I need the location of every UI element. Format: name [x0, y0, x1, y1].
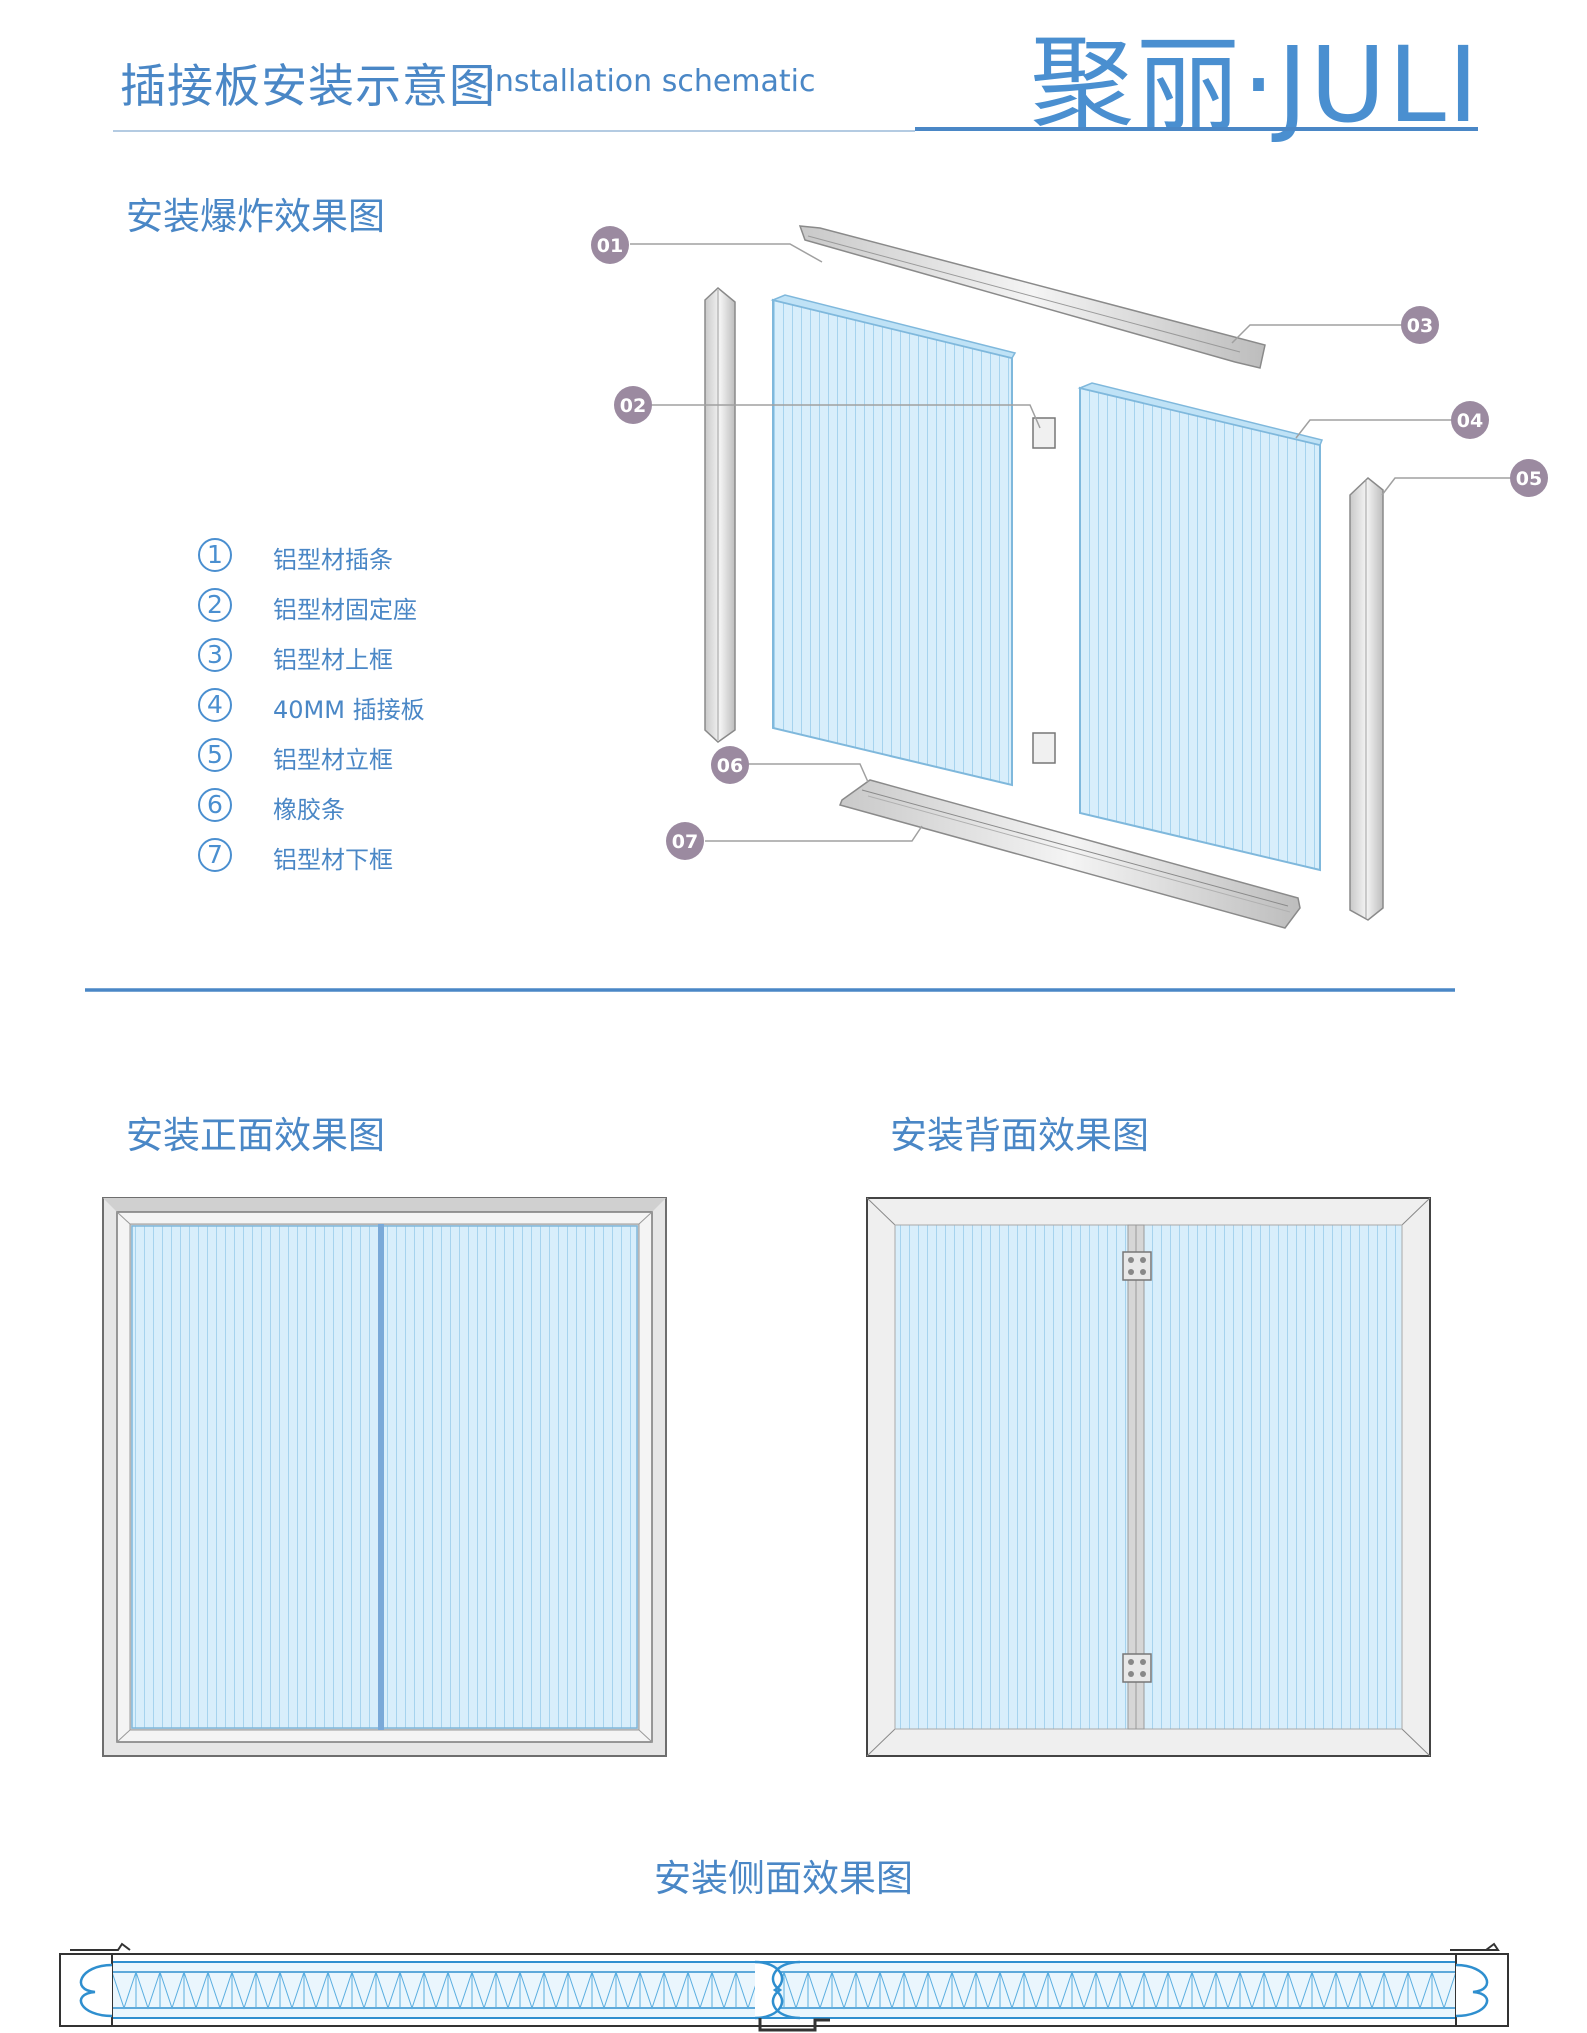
legend-number: 6	[198, 788, 232, 822]
page-subtitle: Installation schematic	[486, 64, 816, 99]
section-title-front: 安装正面效果图	[126, 1114, 385, 1157]
legend-label: 铝型材插条	[273, 546, 393, 574]
section-title-side: 安装侧面效果图	[654, 1857, 913, 1900]
front-center-joint	[378, 1224, 384, 1730]
legend-label: 铝型材上框	[273, 646, 393, 674]
legend-item: 6 橡胶条	[198, 788, 598, 828]
legend-item: 2 铝型材固定座	[198, 588, 598, 628]
callout-04: 04	[1457, 410, 1483, 432]
bottom-frame	[838, 779, 1301, 929]
right-panel	[1079, 386, 1321, 872]
section-title-back: 安装背面效果图	[890, 1114, 1149, 1157]
panel-truss-ribs	[111, 1971, 1457, 2010]
exploded-diagram: 01 02 03 04 05 06 07	[591, 225, 1548, 929]
side-section-diagram	[59, 1942, 1509, 2032]
brand-logo: 聚丽·JULI	[1030, 24, 1481, 146]
legend-label: 铝型材下框	[273, 846, 393, 874]
mount-clip-top	[1032, 417, 1056, 449]
legend-label: 铝型材立框	[273, 746, 393, 774]
callout-06: 06	[717, 755, 743, 777]
legend-label: 铝型材固定座	[273, 596, 417, 624]
top-insert-strip	[798, 225, 1266, 369]
legend-number: 4	[198, 688, 232, 722]
legend-number: 2	[198, 588, 232, 622]
legend-item: 7 铝型材下框	[198, 838, 598, 878]
page-title: 插接板安装示意图	[120, 59, 496, 113]
back-clip-top	[1122, 1251, 1152, 1281]
legend-number: 1	[198, 538, 232, 572]
front-view-diagram	[102, 1197, 667, 1757]
legend-item: 3 铝型材上框	[198, 638, 598, 678]
legend-label: 橡胶条	[273, 796, 345, 824]
legend-number: 7	[198, 838, 232, 872]
section-title-exploded: 安装爆炸效果图	[126, 195, 385, 238]
legend-item: 5 铝型材立框	[198, 738, 598, 778]
callout-07: 07	[672, 831, 698, 853]
legend-item: 4 40MM 插接板	[198, 688, 598, 728]
legend-number: 5	[198, 738, 232, 772]
legend-label: 40MM 插接板	[273, 696, 425, 724]
front-panel-glazing	[131, 1225, 638, 1729]
legend-item: 1 铝型材插条	[198, 538, 598, 578]
left-end-profile	[79, 1963, 113, 2018]
callout-02: 02	[620, 395, 646, 417]
back-clip-bottom	[1122, 1653, 1152, 1683]
left-vertical-frame	[704, 287, 736, 743]
callout-03: 03	[1407, 315, 1433, 337]
back-view-diagram	[866, 1197, 1431, 1757]
callout-01: 01	[597, 235, 623, 257]
right-end-profile	[1455, 1963, 1489, 2018]
mount-clip-bottom	[1032, 732, 1056, 764]
back-panel-glazing	[894, 1224, 1403, 1730]
callout-05: 05	[1516, 468, 1542, 490]
legend-number: 3	[198, 638, 232, 672]
center-joint-profile	[754, 1960, 784, 2020]
left-panel	[772, 298, 1013, 787]
